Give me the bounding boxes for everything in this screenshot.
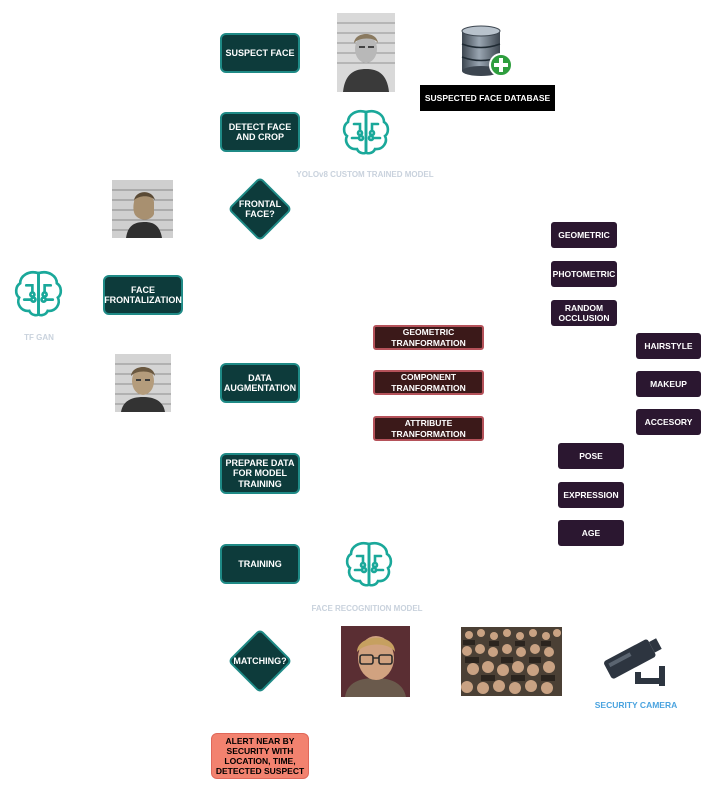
training-step[interactable]: TRAINING [220,544,300,584]
suspect-face-step[interactable]: SUSPECT FACE [220,33,300,73]
item-hairstyle[interactable]: HAIRSTYLE [636,333,701,359]
tf-gan-brain-icon [12,267,65,320]
database-icon [458,25,514,79]
database-caption: SUSPECTED FACE DATABASE [420,85,555,111]
prepare-data-step[interactable]: PREPARE DATA FOR MODEL TRAINING [220,453,300,494]
frontal-mugshot-photo [115,354,171,412]
face-frontalization-step[interactable]: FACE FRONTALIZATION [103,275,183,315]
matched-face-photo [341,626,410,697]
face-recognition-brain-icon [343,538,395,590]
geometric-transformation-box[interactable]: GEOMETRIC TRANFORMATION [373,325,484,350]
item-accesory[interactable]: ACCESORY [636,409,701,435]
security-camera-caption: SECURITY CAMERA [594,700,678,710]
component-transformation-box[interactable]: COMPONENT TRANFORMATION [373,370,484,395]
profile-mugshot-photo [112,180,173,238]
frontal-face-label: FRONTAL FACE? [238,198,282,219]
item-expression[interactable]: EXPRESSION [558,482,624,508]
face-recognition-caption: FACE RECOGNITION MODEL [311,604,423,613]
tf-gan-caption: TF GAN [24,333,54,342]
matching-label: MATCHING? [233,655,287,666]
yolo-brain-icon [340,106,392,158]
item-photometric[interactable]: PHOTOMETRIC [551,261,617,287]
crowd-photo [461,627,562,696]
item-random-occlusion[interactable]: RANDOM OCCLUSION [551,300,617,326]
attribute-transformation-box[interactable]: ATTRIBUTE TRANFORMATION [373,416,484,441]
item-geometric[interactable]: GEOMETRIC [551,222,617,248]
detect-face-crop-step[interactable]: DETECT FACE AND CROP [220,112,300,152]
suspect-mugshot-photo [337,13,395,92]
item-pose[interactable]: POSE [558,443,624,469]
alert-security-box[interactable]: ALERT NEAR BY SECURITY WITH LOCATION, TI… [211,733,309,779]
security-camera-icon [601,636,671,690]
item-age[interactable]: AGE [558,520,624,546]
data-augmentation-step[interactable]: DATA AUGMENTATION [220,363,300,403]
matching-decision[interactable]: MATCHING? [227,628,293,694]
item-makeup[interactable]: MAKEUP [636,371,701,397]
frontal-face-decision[interactable]: FRONTAL FACE? [227,176,293,242]
yolo-caption: YOLOv8 CUSTOM TRAINED MODEL [296,170,434,179]
